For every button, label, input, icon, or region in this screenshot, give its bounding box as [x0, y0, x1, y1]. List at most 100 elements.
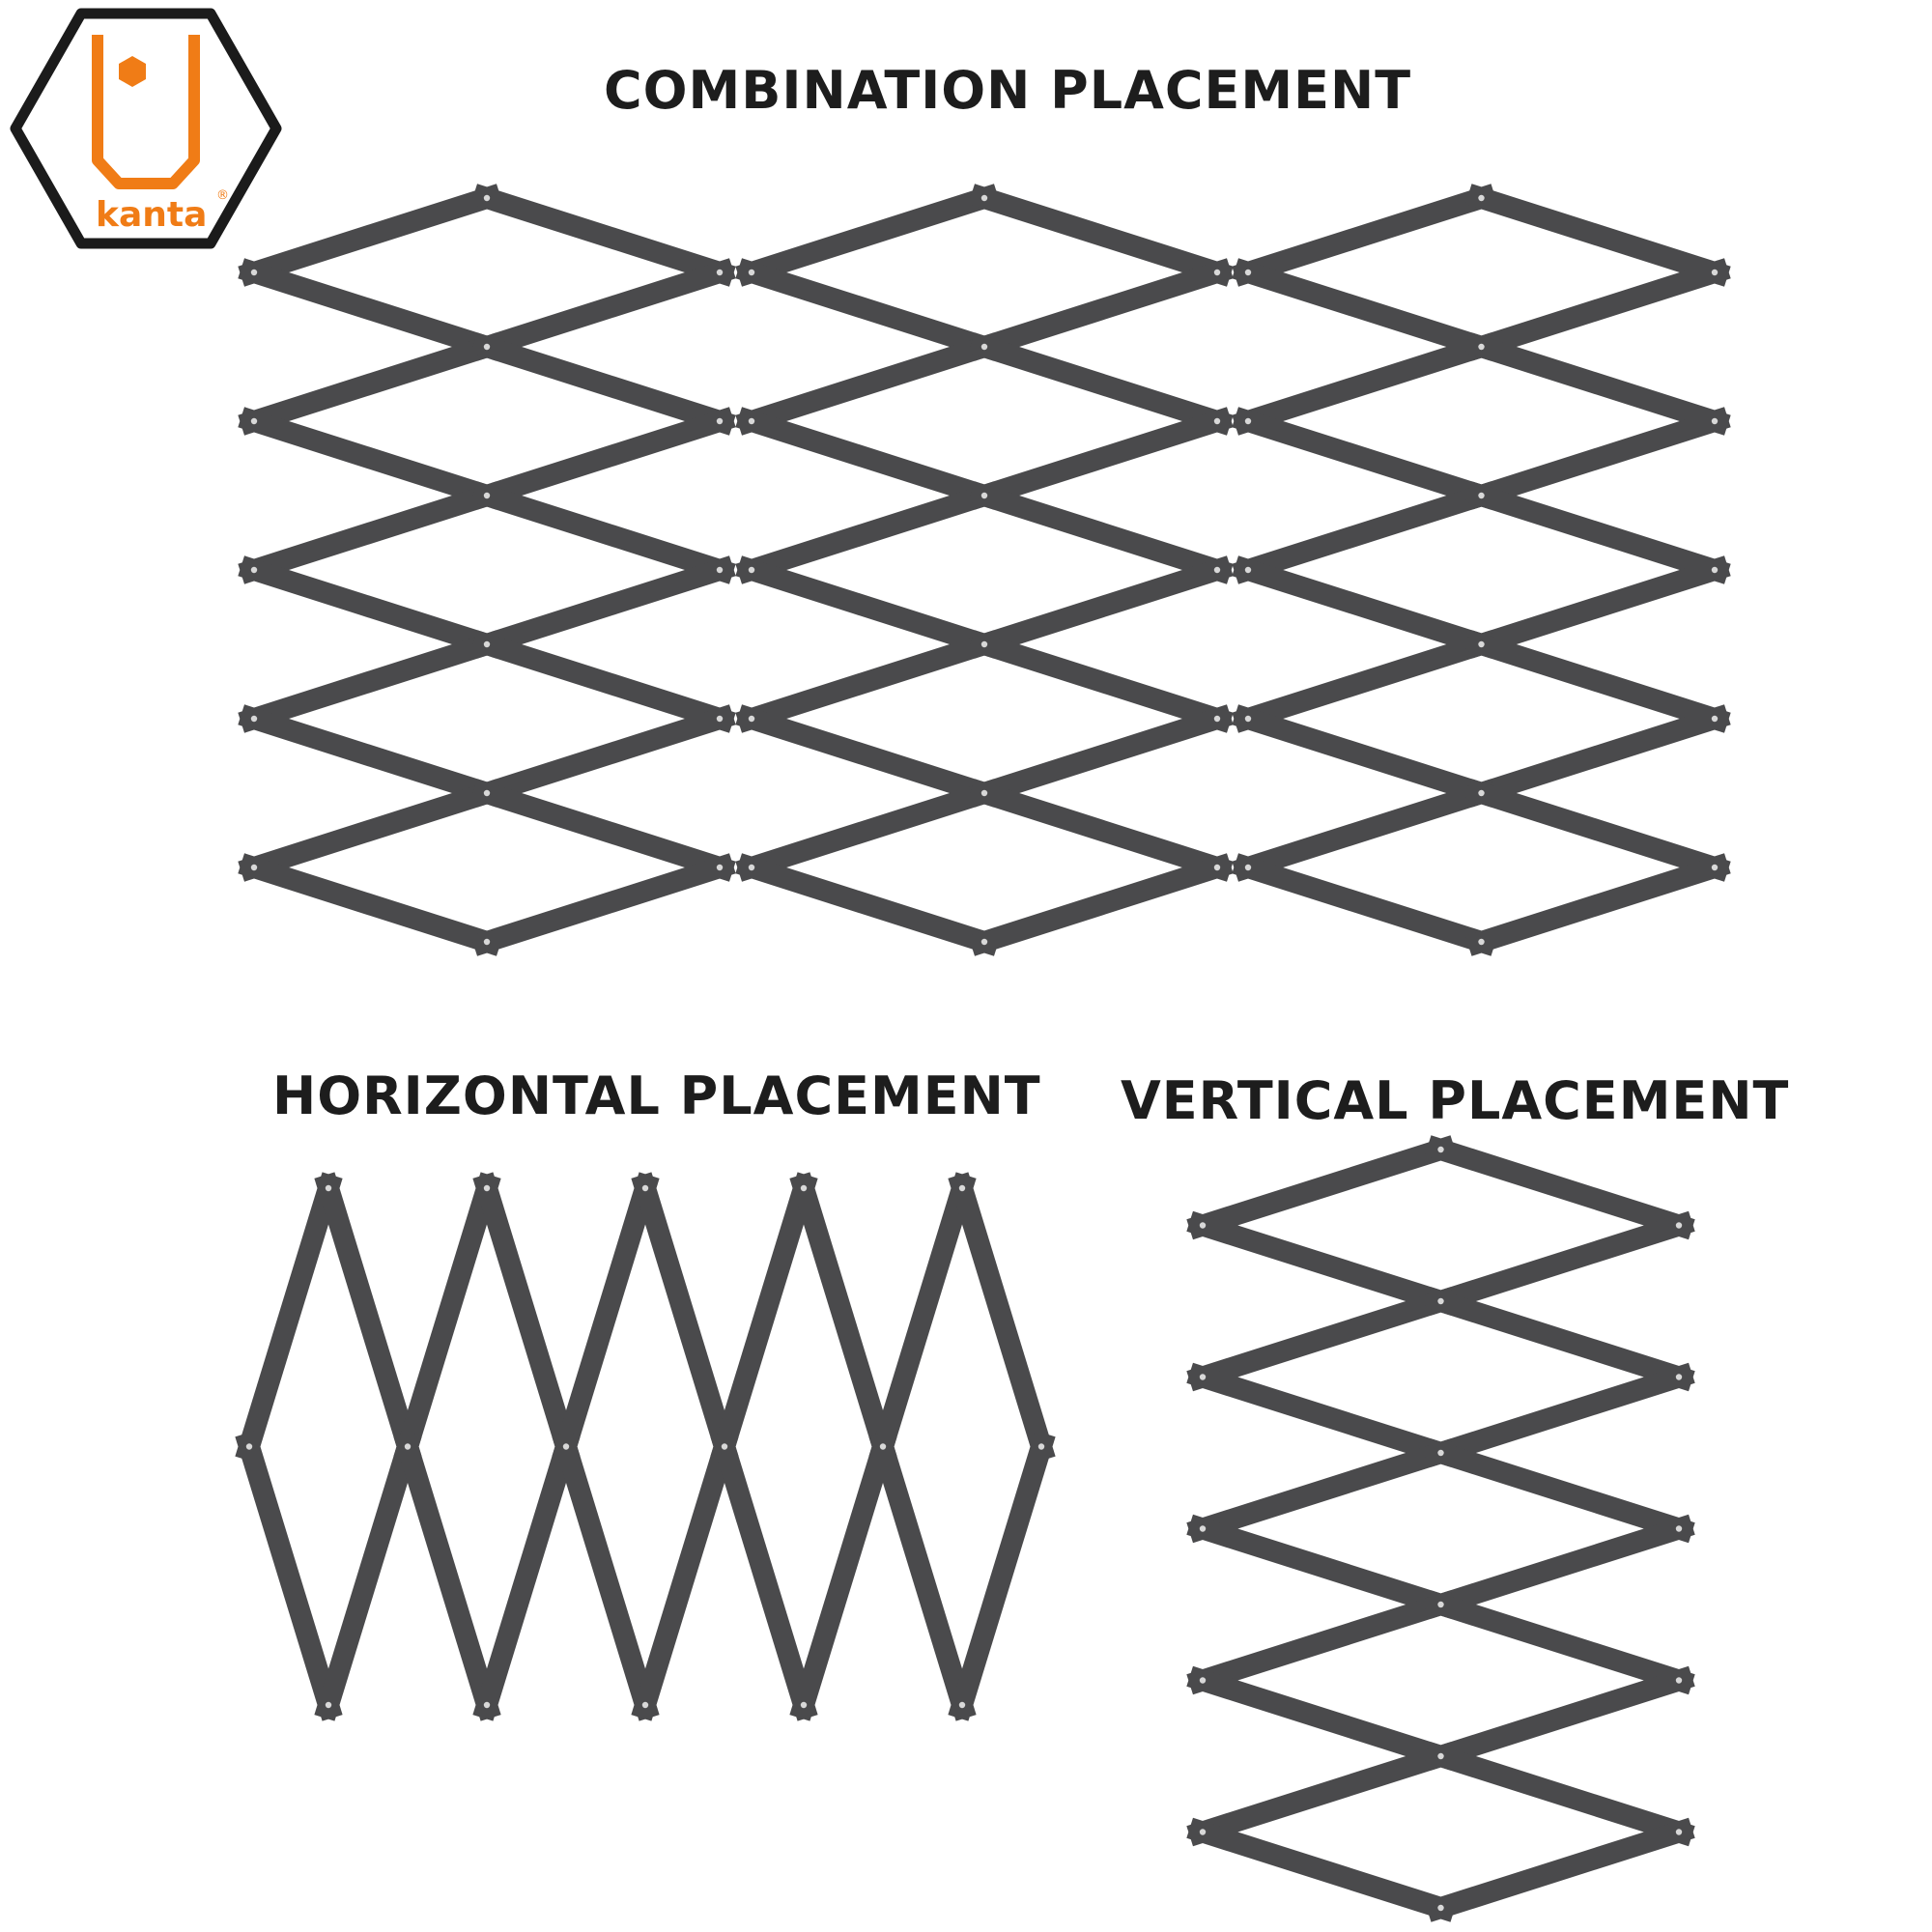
- trellis-slat: [631, 1430, 739, 1721]
- trellis-slat: [735, 407, 1001, 510]
- trellis-slat: [238, 184, 503, 287]
- trellis-pivot-pin: [1244, 864, 1252, 871]
- trellis-pivot-pin: [641, 1184, 649, 1192]
- trellis-pivot-pin: [1437, 1146, 1444, 1153]
- trellis-pivot-pin: [1199, 1222, 1207, 1229]
- trellis-slat: [238, 407, 503, 510]
- trellis-pivot-pin: [1199, 1829, 1207, 1835]
- trellis-slat: [710, 1430, 818, 1721]
- trellis-pivot-pin: [1478, 938, 1485, 946]
- trellis-slat: [393, 1430, 501, 1721]
- trellis-pivot-pin: [483, 938, 491, 946]
- trellis-slat: [470, 184, 736, 287]
- trellis-slat: [868, 1172, 977, 1463]
- trellis-pivot-pin: [748, 566, 755, 574]
- trellis-slat: [1464, 704, 1731, 808]
- trellis-pivot-pin: [716, 566, 724, 574]
- trellis-slat: [1424, 1590, 1695, 1695]
- vertical-trellis: [1186, 1135, 1695, 1922]
- trellis-pivot-pin: [1675, 1829, 1683, 1835]
- trellis-slat: [735, 630, 1001, 733]
- trellis-pivot-pin: [980, 938, 988, 946]
- trellis-pivot-pin: [1199, 1374, 1207, 1380]
- trellis-slat: [470, 332, 736, 436]
- trellis-slat: [1464, 555, 1731, 659]
- trellis-slat: [1464, 184, 1731, 287]
- trellis-slat: [789, 1430, 897, 1721]
- trellis-slat: [1186, 1590, 1458, 1695]
- logo-hex-bolt-icon: [119, 56, 146, 87]
- horizontal-placement-title: HORIZONTAL PLACEMENT: [272, 1065, 1041, 1126]
- trellis-pivot-pin: [1213, 269, 1221, 276]
- trellis-pivot-pin: [250, 715, 258, 723]
- trellis-slat: [238, 853, 503, 956]
- trellis-slat: [1464, 332, 1731, 436]
- trellis-slat: [470, 779, 736, 882]
- trellis-slat: [1186, 1817, 1458, 1922]
- trellis-pivot-pin: [980, 789, 988, 797]
- trellis-pivot-pin: [958, 1184, 966, 1192]
- logo-hexagon-outline: [10, 8, 282, 249]
- trellis-slat: [552, 1172, 660, 1463]
- trellis-pivot-pin: [1213, 715, 1221, 723]
- combination-trellis-panel: [735, 184, 1234, 956]
- logo-u-mark: [92, 35, 200, 189]
- trellis-slat: [470, 704, 736, 808]
- trellis-slat: [968, 332, 1234, 436]
- trellis-slat: [789, 1172, 897, 1463]
- trellis-pivot-pin: [716, 417, 724, 425]
- trellis-pivot-pin: [483, 194, 491, 202]
- trellis-slat: [968, 184, 1234, 287]
- trellis-slat: [968, 779, 1234, 882]
- trellis-pivot-pin: [1675, 1222, 1683, 1229]
- trellis-slat: [735, 779, 1001, 882]
- trellis-pivot-pin: [980, 640, 988, 648]
- trellis-pivot-pin: [250, 566, 258, 574]
- trellis-slat: [238, 779, 503, 882]
- trellis-pivot-pin: [325, 1184, 332, 1192]
- trellis-pivot-pin: [1478, 343, 1485, 351]
- trellis-pivot-pin: [980, 492, 988, 499]
- trellis-slat: [472, 1172, 581, 1463]
- trellis-slat: [1424, 1362, 1695, 1467]
- trellis-slat: [1424, 1210, 1695, 1316]
- trellis-pivot-pin: [250, 864, 258, 871]
- trellis-slat: [1232, 407, 1498, 510]
- logo-wordmark: kanta: [96, 195, 207, 235]
- trellis-slat: [1232, 184, 1498, 287]
- trellis-pivot-pin: [1213, 417, 1221, 425]
- trellis-pivot-pin: [1437, 1752, 1444, 1760]
- trellis-slat: [1464, 853, 1731, 956]
- trellis-slat: [1424, 1287, 1695, 1392]
- trellis-slat: [470, 258, 736, 361]
- trellis-pivot-pin: [1244, 715, 1252, 723]
- trellis-slat: [710, 1172, 818, 1463]
- trellis-pivot-pin: [1199, 1525, 1207, 1532]
- trellis-slat: [1232, 779, 1498, 882]
- trellis-slat: [968, 555, 1234, 659]
- trellis-slat: [1464, 779, 1731, 882]
- trellis-pivot-pin: [1244, 417, 1252, 425]
- combination-trellis-panel: [1232, 184, 1731, 956]
- trellis-pivot-pin: [716, 864, 724, 871]
- trellis-slat: [1424, 1817, 1695, 1922]
- trellis-slat: [1464, 630, 1731, 733]
- trellis-pivot-pin: [879, 1443, 887, 1450]
- combination-placement-title: COMBINATION PLACEMENT: [604, 60, 1412, 121]
- trellis-slat: [735, 704, 1001, 808]
- trellis-pivot-pin: [1478, 492, 1485, 499]
- trellis-pivot-pin: [483, 1184, 491, 1192]
- logo-registered-mark: ®: [216, 188, 229, 203]
- trellis-slat: [238, 630, 503, 733]
- trellis-slat: [631, 1172, 739, 1463]
- trellis-slat: [1424, 1665, 1695, 1771]
- trellis-slat: [968, 258, 1234, 361]
- trellis-slat: [1186, 1514, 1458, 1619]
- trellis-slat: [1232, 555, 1498, 659]
- trellis-pivot-pin: [748, 417, 755, 425]
- trellis-pivot-pin: [1244, 269, 1252, 276]
- trellis-slat: [238, 704, 503, 808]
- trellis-pivot-pin: [483, 343, 491, 351]
- trellis-pivot-pin: [1711, 417, 1719, 425]
- trellis-slat: [1186, 1742, 1458, 1847]
